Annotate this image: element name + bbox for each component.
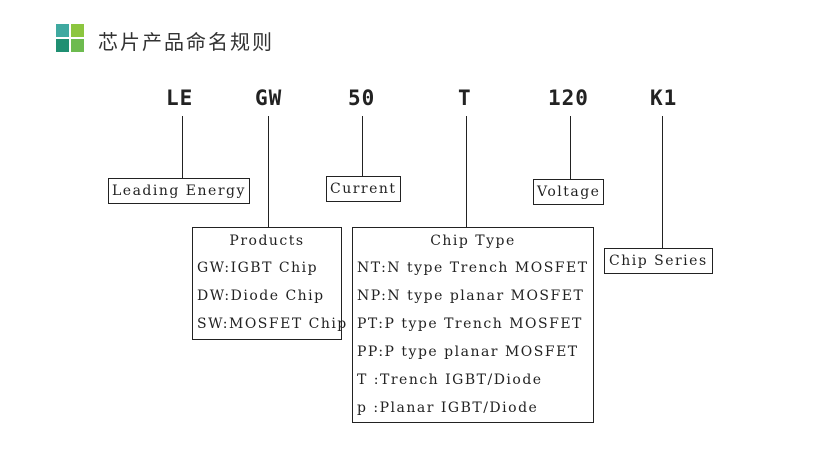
connector-t xyxy=(466,116,467,227)
logo-square-3 xyxy=(56,39,69,52)
label-leading-energy: Leading Energy xyxy=(108,178,250,204)
connector-120 xyxy=(570,116,571,179)
product-item-gw: GW:IGBT Chip xyxy=(197,260,319,276)
chiptype-box: Chip Type NT:N type Trench MOSFET NP:N t… xyxy=(352,227,594,423)
products-title: Products xyxy=(229,233,305,249)
product-item-sw: SW:MOSFET Chip xyxy=(197,316,348,332)
product-item-dw: DW:Diode Chip xyxy=(197,288,325,304)
code-le: LE xyxy=(166,86,194,110)
connector-k1 xyxy=(662,116,663,248)
chiptype-item-p: p :Planar IGBT/Diode xyxy=(357,400,539,416)
connector-gw xyxy=(268,116,269,227)
page-title: 芯片产品命名规则 xyxy=(98,30,274,54)
code-gw: GW xyxy=(255,86,283,110)
logo-square-2 xyxy=(71,24,84,37)
connector-50 xyxy=(362,116,363,176)
code-120: 120 xyxy=(548,86,589,110)
code-t: T xyxy=(458,86,472,110)
code-50: 50 xyxy=(348,86,376,110)
chiptype-item-pt: PT:P type Trench MOSFET xyxy=(357,316,583,332)
label-current: Current xyxy=(326,176,401,202)
code-k1: K1 xyxy=(650,86,678,110)
connector-le xyxy=(182,116,183,178)
label-voltage: Voltage xyxy=(533,179,605,205)
logo-square-1 xyxy=(56,24,69,37)
logo-square-4 xyxy=(71,39,84,52)
logo-squares-icon xyxy=(56,24,86,54)
chiptype-item-nt: NT:N type Trench MOSFET xyxy=(357,260,589,276)
chiptype-item-np: NP:N type planar MOSFET xyxy=(357,288,585,304)
chiptype-title: Chip Type xyxy=(430,233,516,249)
label-chip-series: Chip Series xyxy=(604,248,713,274)
products-box: Products GW:IGBT Chip DW:Diode Chip SW:M… xyxy=(192,227,348,340)
chiptype-item-pp: PP:P type planar MOSFET xyxy=(357,344,579,360)
chiptype-item-t: T :Trench IGBT/Diode xyxy=(357,372,543,388)
